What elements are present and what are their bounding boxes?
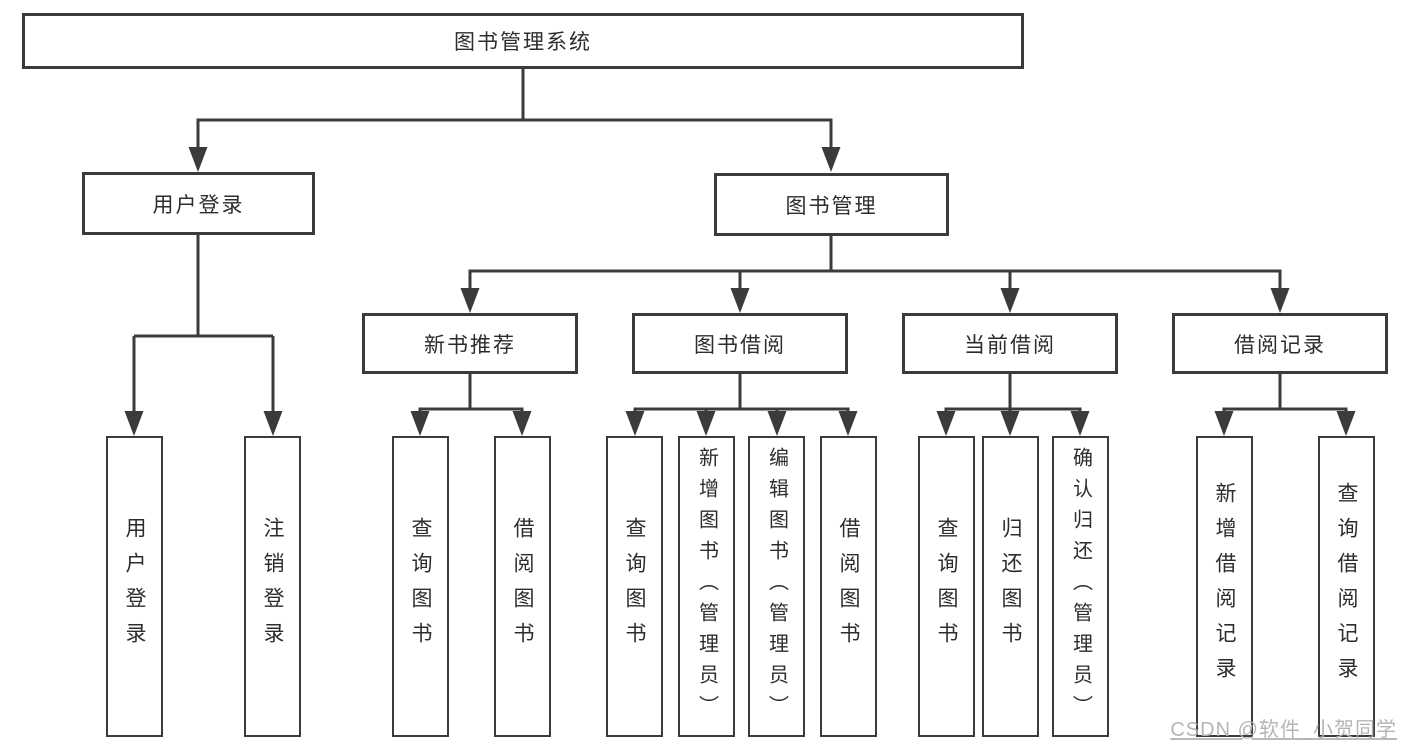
node-label: 查询图书 bbox=[409, 516, 432, 657]
node-label: 查询图书 bbox=[623, 516, 646, 657]
node-leaf-query-books-recommend: 查询图书 bbox=[392, 436, 449, 737]
node-label: 查询图书 bbox=[935, 516, 958, 657]
node-book-borrowing: 图书借阅 bbox=[632, 313, 848, 374]
arrow-icon bbox=[1214, 411, 1234, 436]
node-label: 用户登录 bbox=[123, 516, 146, 657]
node-leaf-logout: 注销登录 bbox=[244, 436, 301, 737]
node-label: 查询借阅记录 bbox=[1335, 481, 1358, 692]
node-label: 新书推荐 bbox=[424, 333, 516, 357]
node-root-library-system: 图书管理系统 bbox=[22, 13, 1024, 69]
node-label: 借阅记录 bbox=[1234, 333, 1326, 357]
watermark: CSDN @软件_小贺同学 bbox=[1170, 719, 1397, 741]
node-label: 确认归还（管理员） bbox=[1069, 447, 1092, 726]
arrow-icon bbox=[730, 288, 750, 313]
arrow-icon bbox=[124, 411, 144, 436]
node-label: 编辑图书（管理员） bbox=[765, 447, 788, 726]
node-leaf-query-books-current: 查询图书 bbox=[918, 436, 975, 737]
node-leaf-confirm-return-admin: 确认归还（管理员） bbox=[1052, 436, 1109, 737]
arrow-icon bbox=[1270, 288, 1290, 313]
arrow-icon bbox=[410, 411, 430, 436]
node-leaf-user-login: 用户登录 bbox=[106, 436, 163, 737]
node-borrow-records: 借阅记录 bbox=[1172, 313, 1388, 374]
node-leaf-edit-books-admin: 编辑图书（管理员） bbox=[748, 436, 805, 737]
arrow-icon bbox=[460, 288, 480, 313]
node-label: 用户登录 bbox=[152, 193, 245, 217]
node-leaf-add-borrow-record: 新增借阅记录 bbox=[1196, 436, 1253, 737]
node-label: 图书管理 bbox=[785, 194, 878, 218]
node-current-borrowing: 当前借阅 bbox=[902, 313, 1118, 374]
arrow-icon bbox=[625, 411, 645, 436]
node-label: 新增借阅记录 bbox=[1213, 481, 1236, 692]
node-label: 借阅图书 bbox=[511, 516, 534, 657]
arrow-icon bbox=[767, 411, 787, 436]
arrowheads bbox=[124, 147, 1356, 436]
node-label: 借阅图书 bbox=[837, 516, 860, 657]
arrow-icon bbox=[1000, 411, 1020, 436]
arrow-icon bbox=[936, 411, 956, 436]
arrow-icon bbox=[188, 147, 208, 172]
node-label: 图书管理系统 bbox=[454, 31, 592, 54]
node-leaf-borrow-books-recommend: 借阅图书 bbox=[494, 436, 551, 737]
arrow-icon bbox=[1070, 411, 1090, 436]
node-label: 图书借阅 bbox=[694, 333, 786, 357]
arrow-icon bbox=[512, 411, 532, 436]
node-label: 当前借阅 bbox=[964, 333, 1056, 357]
node-user-login: 用户登录 bbox=[82, 172, 315, 235]
node-label: 注销登录 bbox=[261, 516, 284, 657]
arrow-icon bbox=[821, 147, 841, 172]
node-new-book-recommend: 新书推荐 bbox=[362, 313, 578, 374]
arrow-icon bbox=[838, 411, 858, 436]
node-leaf-add-books-admin: 新增图书（管理员） bbox=[678, 436, 735, 737]
arrow-icon bbox=[263, 411, 283, 436]
node-leaf-return-books: 归还图书 bbox=[982, 436, 1039, 737]
node-book-management: 图书管理 bbox=[714, 173, 949, 236]
node-label: 新增图书（管理员） bbox=[695, 447, 718, 726]
arrow-icon bbox=[696, 411, 716, 436]
node-leaf-borrow-books: 借阅图书 bbox=[820, 436, 877, 737]
arrow-icon bbox=[1000, 288, 1020, 313]
node-leaf-query-books-borrowing: 查询图书 bbox=[606, 436, 663, 737]
arrow-icon bbox=[1336, 411, 1356, 436]
node-leaf-query-borrow-record: 查询借阅记录 bbox=[1318, 436, 1375, 737]
node-label: 归还图书 bbox=[999, 516, 1022, 657]
